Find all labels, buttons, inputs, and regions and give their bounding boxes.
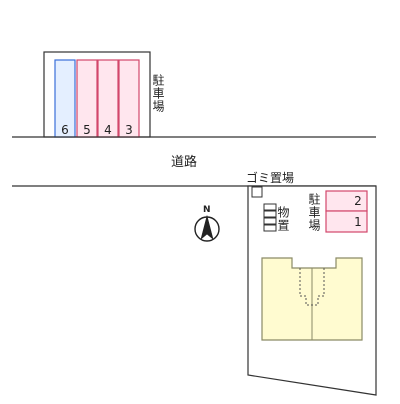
parking-space-1 [325,210,368,233]
right-parking-label: 駐車場 [307,193,321,232]
parking-number-3: 3 [125,123,133,137]
parking-number-5: 5 [83,123,91,137]
top-parking-label: 駐車場 [151,74,165,113]
garbage-label: ゴミ置場 [246,171,295,185]
north-arrow-icon [200,214,214,240]
parking-number-1: 1 [354,215,362,229]
storage-box [263,210,277,218]
parking-number-2: 2 [354,194,362,208]
storage-box [263,203,277,211]
storage-box [263,224,277,232]
parking-number-4: 4 [104,123,112,137]
building-dashed-outline [299,268,325,306]
storage-box [263,217,277,225]
parking-number-6: 6 [61,123,69,137]
road-label: 道路 [171,155,198,170]
storage-label: 物置 [276,206,290,232]
garbage-area-marker [251,186,263,198]
compass-north-label: N [203,205,211,215]
